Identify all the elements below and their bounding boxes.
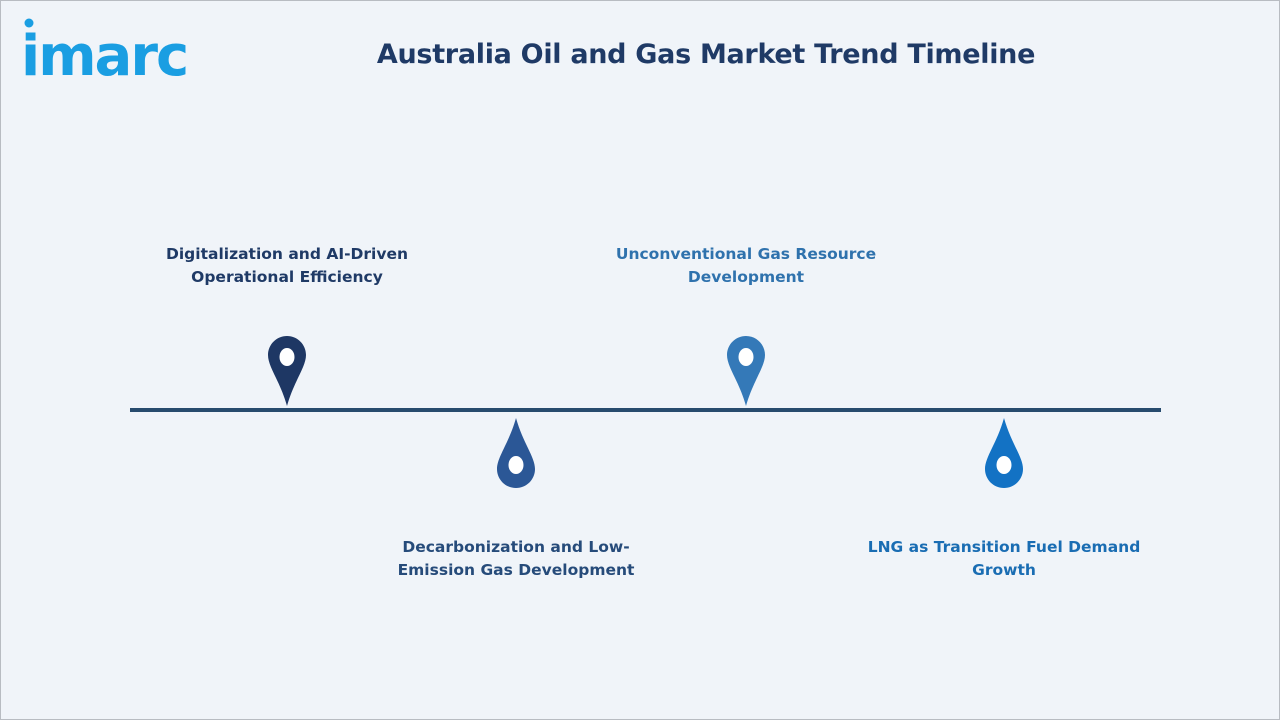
timeline-line [130,408,1161,412]
map-pin-icon [985,418,1023,488]
logo-text: imarc [21,24,187,81]
timeline-item-3-line2: Development [687,268,805,286]
map-pin-icon [727,336,765,406]
imarc-logo: imarc [21,18,189,81]
timeline-item-4-line1: LNG as Transition Fuel Demand [867,538,1141,556]
timeline-item-3-label: Unconventional Gas Resource Development [596,243,896,289]
timeline-item-4-label: LNG as Transition Fuel Demand Growth [854,536,1154,582]
map-pin-icon [497,418,535,488]
timeline-item-2-line1: Decarbonization and Low- [402,538,630,556]
timeline-item-1-label: Digitalization and AI-Driven Operational… [137,243,437,289]
timeline-item-1-line1: Digitalization and AI-Driven [165,245,409,263]
timeline-item-1-line2: Operational Efficiency [191,268,383,286]
map-pin-icon [268,336,306,406]
timeline-item-4-line2: Growth [972,561,1036,579]
timeline-item-3-line1: Unconventional Gas Resource [615,245,877,263]
page-title: Australia Oil and Gas Market Trend Timel… [376,39,1036,70]
timeline-item-2-line2: Emission Gas Development [397,561,635,579]
timeline-item-2-label: Decarbonization and Low- Emission Gas De… [366,536,666,582]
